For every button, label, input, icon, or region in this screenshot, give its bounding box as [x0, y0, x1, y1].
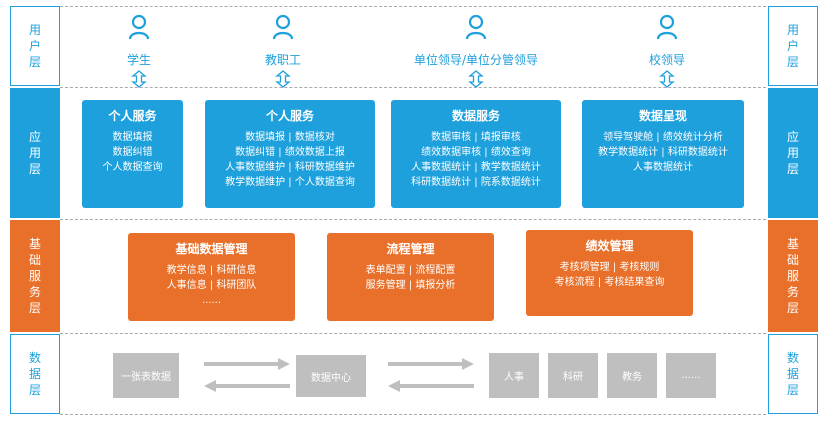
layer-label-data-right: 数据层	[768, 334, 818, 414]
arrow-left-icon	[204, 380, 290, 392]
double-arrow-icon	[131, 70, 147, 88]
base-card-process: 流程管理 表单配置 | 流程配置 服务管理 | 填报分析	[327, 233, 494, 321]
card-title: 数据呈现	[638, 109, 687, 123]
app-card-personal-student: 个人服务 数据填报 数据纠错 个人数据查询	[82, 100, 183, 208]
layer-label-user-right: 用户层	[768, 6, 818, 86]
card-line: 教学数据统计 | 科研数据统计	[598, 147, 728, 158]
card-line: 科研数据统计 | 院系数据统计	[411, 177, 541, 188]
layer-label-data-left: 数据层	[10, 334, 60, 414]
arrow-right-icon	[388, 358, 474, 370]
card-line: 数据填报	[112, 132, 153, 143]
app-card-personal-staff: 个人服务 数据填报 | 数据核对 数据纠错 | 绩效数据上报 人事数据维护 | …	[205, 100, 375, 208]
divider-app-base	[60, 219, 766, 220]
card-line: 人事信息 | 科研团队	[166, 280, 257, 291]
card-line: 人事数据维护 | 科研数据维护	[225, 162, 355, 173]
card-line: 考核项管理 | 考核规则	[559, 262, 660, 273]
user-unit-leader: 单位领导/单位分管领导	[413, 53, 539, 67]
divider-top	[60, 6, 766, 7]
data-box-research: 科研	[548, 353, 598, 398]
data-box-data-center: 数据中心	[296, 355, 366, 397]
double-arrow-icon	[659, 70, 675, 88]
person-icon	[128, 14, 150, 40]
card-title: 数据服务	[451, 109, 500, 123]
card-line: 考核流程 | 考核结果查询	[554, 277, 665, 288]
person-icon	[656, 14, 678, 40]
card-line: 人事数据统计 | 教学数据统计	[411, 162, 541, 173]
layer-label-base-right: 基础服务层	[768, 220, 818, 332]
card-line: 表单配置 | 流程配置	[365, 265, 456, 276]
user-school-leader: 校领导	[648, 53, 685, 67]
base-card-performance: 绩效管理 考核项管理 | 考核规则 考核流程 | 考核结果查询	[526, 230, 693, 316]
data-box-hr: 人事	[489, 353, 539, 398]
card-line: 数据纠错	[112, 147, 153, 158]
layer-label-app-left: 应用层	[10, 88, 60, 218]
double-arrow-icon	[468, 70, 484, 88]
card-title: 基础数据管理	[175, 242, 248, 256]
divider-base-data	[60, 333, 766, 334]
divider-user-app	[60, 87, 766, 88]
base-card-basic-data: 基础数据管理 教学信息 | 科研信息 人事信息 | 科研团队 ......	[128, 233, 295, 321]
person-icon	[465, 14, 487, 40]
card-line: 教学信息 | 科研信息	[166, 265, 257, 276]
card-line: 教学数据维护 | 个人数据查询	[225, 177, 355, 188]
card-line: 数据审核 | 填报审核	[431, 132, 521, 143]
card-line: 绩效数据审核 | 绩效查询	[421, 147, 531, 158]
user-student: 学生	[126, 53, 151, 67]
card-line: 数据纠错 | 绩效数据上报	[235, 147, 345, 158]
card-title: 流程管理	[386, 242, 435, 256]
app-card-data-presentation: 数据呈现 领导驾驶舱 | 绩效统计分析 教学数据统计 | 科研数据统计 人事数据…	[582, 100, 744, 208]
card-line: ......	[201, 295, 222, 306]
data-box-one-table: 一张表数据	[113, 353, 179, 398]
layer-label-base-left: 基础服务层	[10, 220, 60, 332]
card-title: 绩效管理	[585, 239, 634, 253]
card-title: 个人服务	[108, 109, 157, 123]
person-icon	[272, 14, 294, 40]
card-line: 数据填报 | 数据核对	[245, 132, 335, 143]
user-staff: 教职工	[264, 53, 301, 67]
divider-bottom	[60, 414, 766, 415]
arrow-left-icon	[388, 380, 474, 392]
card-line: 领导驾驶舱 | 绩效统计分析	[603, 132, 723, 143]
data-box-academic: 教务	[607, 353, 657, 398]
data-box-more: ......	[666, 353, 716, 398]
card-line: 个人数据查询	[102, 162, 163, 173]
card-title: 个人服务	[265, 109, 314, 123]
arrow-right-icon	[204, 358, 290, 370]
app-card-data-service: 数据服务 数据审核 | 填报审核 绩效数据审核 | 绩效查询 人事数据统计 | …	[391, 100, 561, 208]
double-arrow-icon	[275, 70, 291, 88]
layer-label-user-left: 用户层	[10, 6, 60, 86]
card-line: 人事数据统计	[633, 162, 693, 173]
layer-label-app-right: 应用层	[768, 88, 818, 218]
card-line: 服务管理 | 填报分析	[365, 280, 456, 291]
